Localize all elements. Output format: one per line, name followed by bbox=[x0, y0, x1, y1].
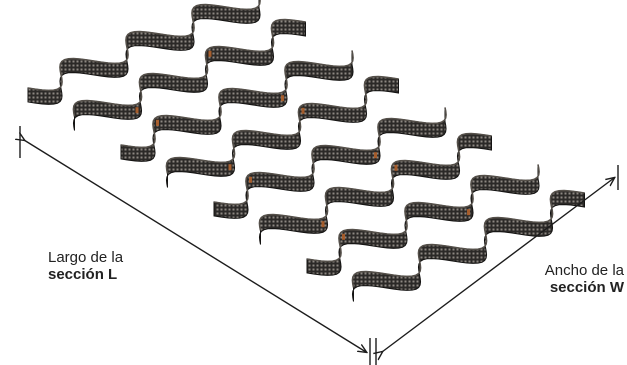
width-label-line2: sección W bbox=[549, 279, 624, 296]
geocell-wall-rim bbox=[27, 0, 261, 92]
width-label: Ancho de la sección W bbox=[512, 262, 624, 296]
geocell-joint bbox=[156, 119, 159, 126]
width-label-line1: Ancho de la bbox=[544, 262, 624, 279]
length-label: Largo de la sección L bbox=[48, 249, 123, 283]
geocell-joint bbox=[135, 107, 139, 114]
geocell-wall-rim bbox=[72, 18, 306, 117]
geocell-wall-rim bbox=[120, 50, 354, 149]
geocell-joint bbox=[374, 152, 377, 159]
dimension-arrow-width bbox=[382, 178, 614, 352]
geocell-joint bbox=[281, 95, 284, 102]
geocell-joint bbox=[467, 209, 470, 216]
dimension-arrow-length bbox=[24, 140, 366, 352]
dimension-lines bbox=[20, 126, 619, 365]
geocell-joint bbox=[321, 221, 325, 228]
geocell-joint bbox=[249, 176, 252, 183]
length-label-line2: sección L bbox=[48, 266, 118, 283]
geocell-joint bbox=[342, 233, 345, 240]
geocell-joint bbox=[301, 107, 305, 114]
geocell-joint bbox=[208, 50, 212, 57]
geocell-joint bbox=[228, 164, 232, 171]
length-label-line1: Largo de la bbox=[48, 249, 124, 266]
geocell-joint bbox=[394, 164, 398, 171]
